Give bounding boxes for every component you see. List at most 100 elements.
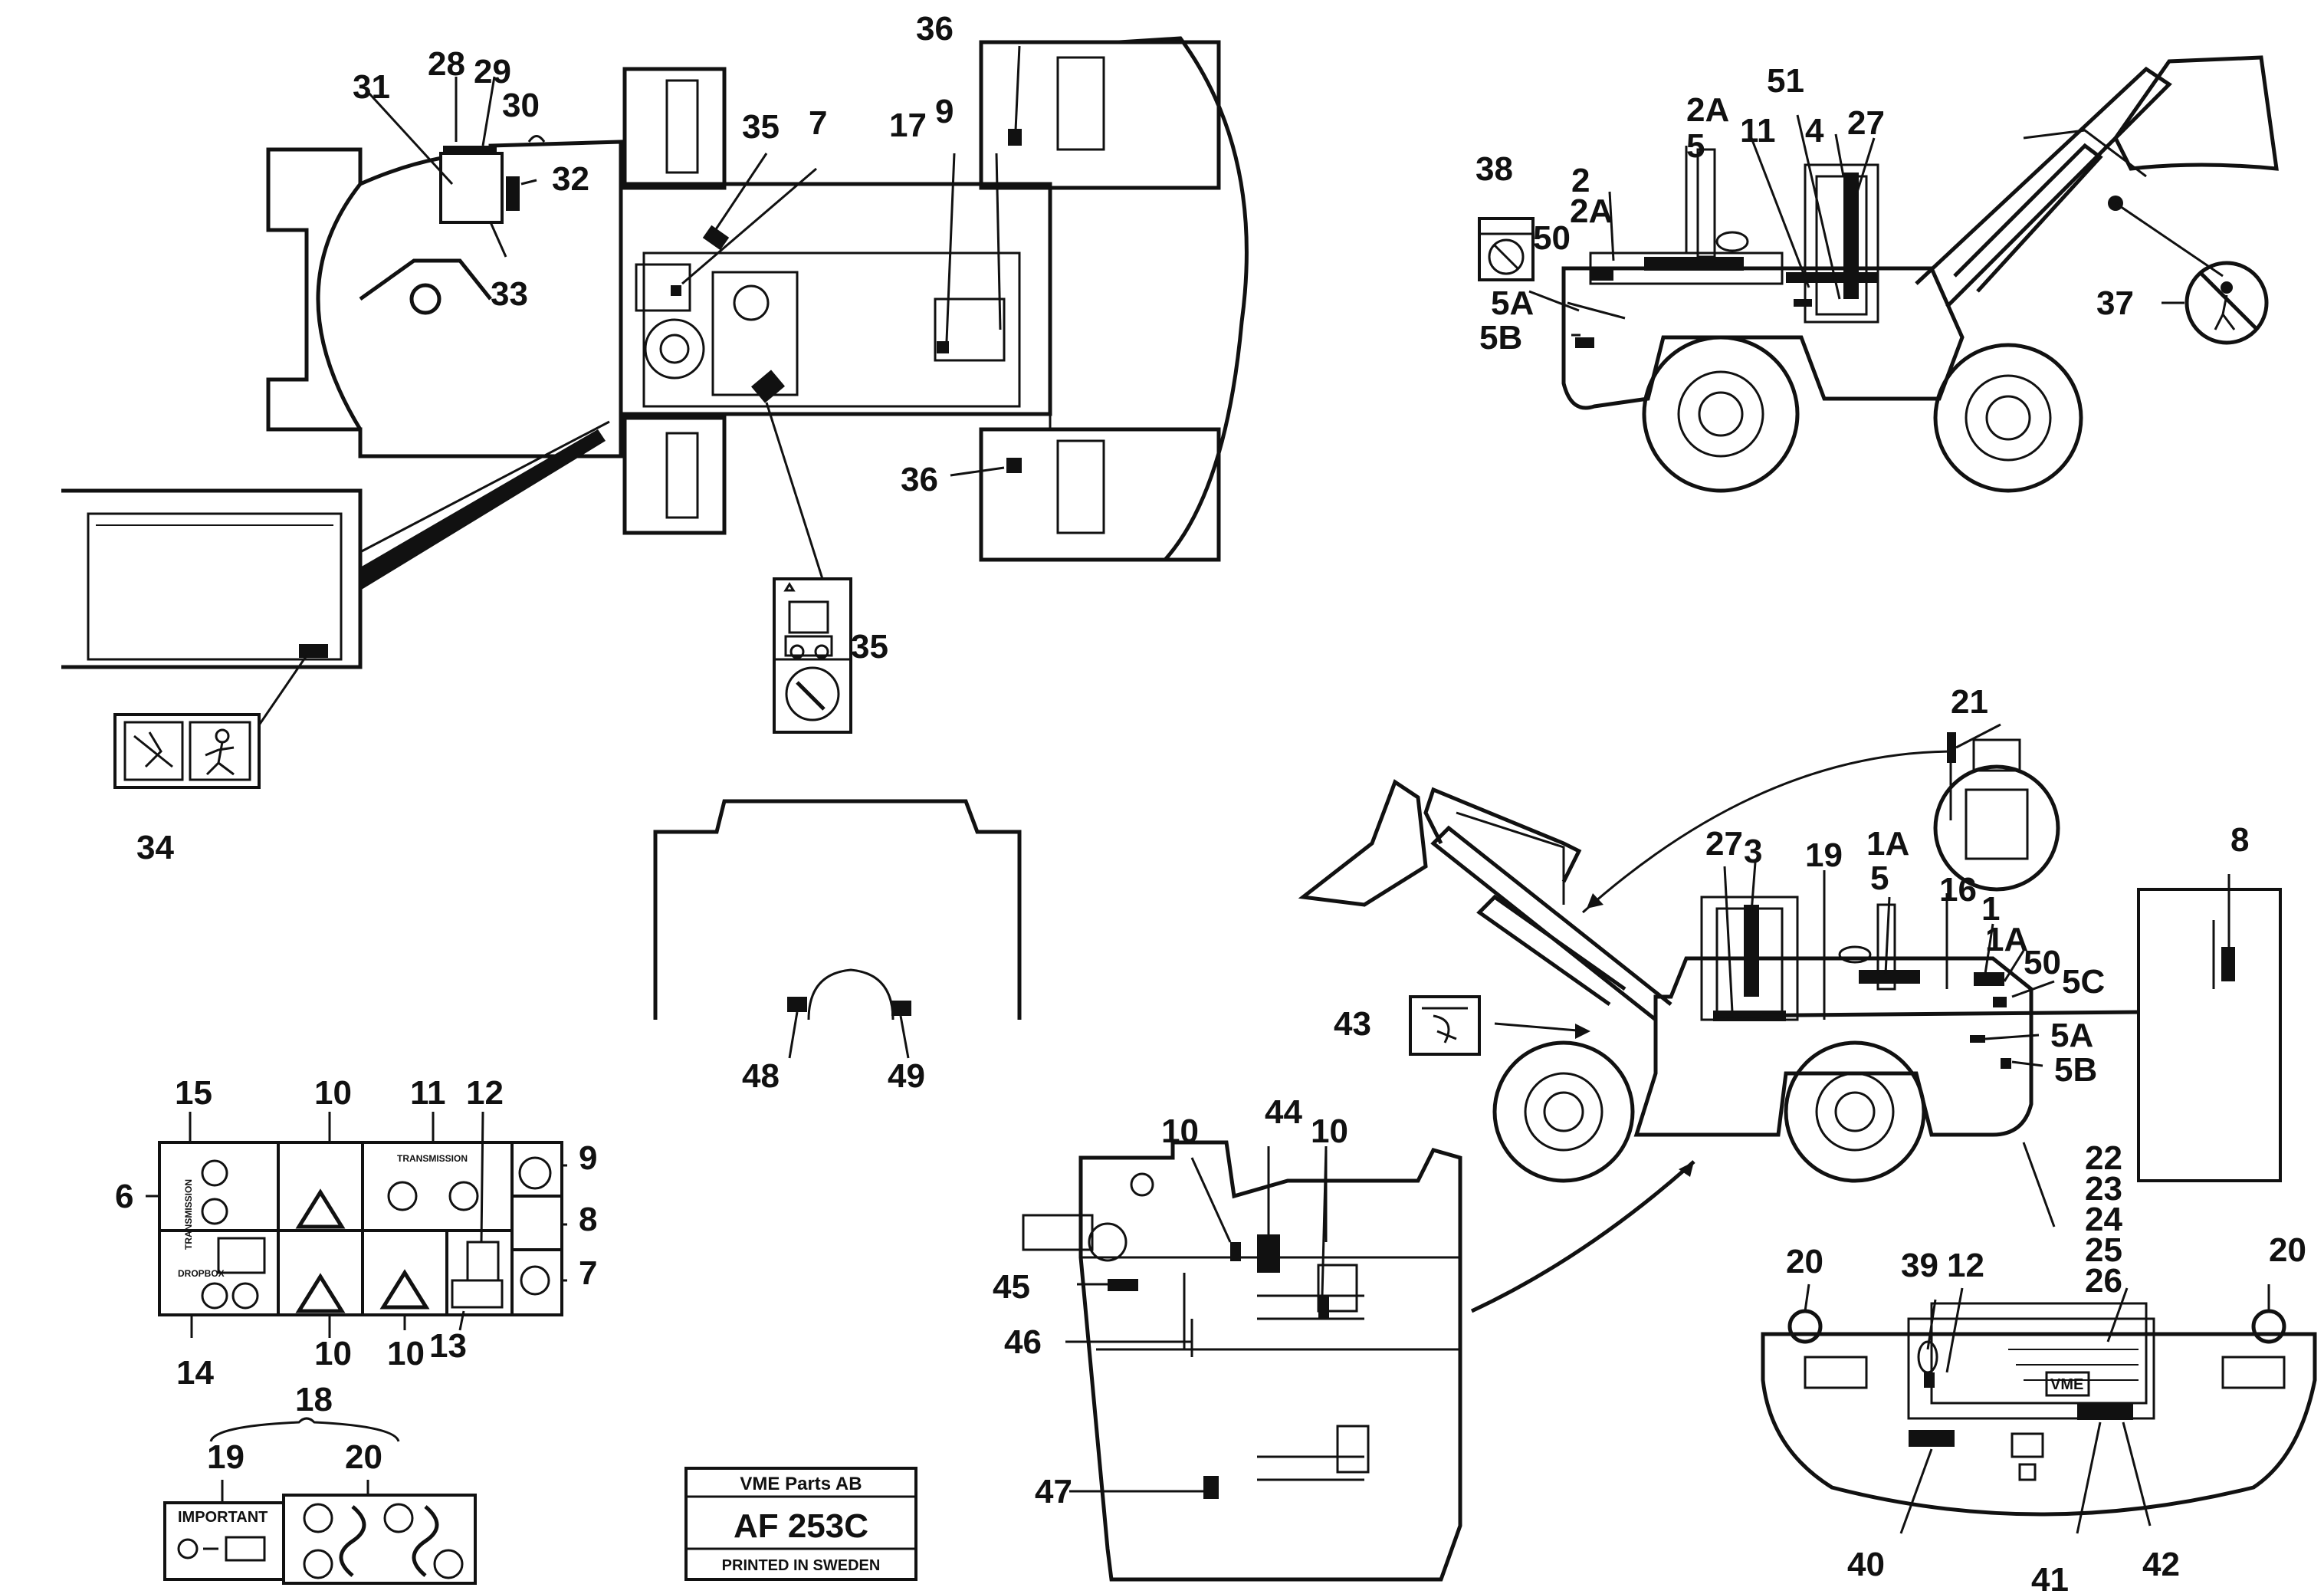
decal-text-dropbox: DROPBOX <box>178 1268 225 1279</box>
title-printed: PRINTED IN SWEDEN <box>722 1557 881 1574</box>
callout-5B-right: 5B <box>2054 1051 2097 1089</box>
callout-47: 47 <box>1035 1473 1072 1510</box>
callout-3: 3 <box>1744 833 1762 870</box>
callout-1: 1 <box>1981 890 2000 928</box>
callout-20: 20 <box>345 1438 382 1476</box>
callout-50-top: 50 <box>1533 219 1571 257</box>
loader-side-view-left <box>1561 55 2279 493</box>
callout-27-right: 27 <box>1705 825 1743 863</box>
decal-important-strip <box>163 1494 477 1585</box>
callout-35-decal: 35 <box>851 628 888 666</box>
callout-36-bottom: 36 <box>901 461 938 498</box>
callout-31: 31 <box>353 68 390 106</box>
callout-5-right: 5 <box>1870 859 1889 897</box>
callout-44: 44 <box>1265 1093 1302 1131</box>
callout-11: 11 <box>410 1074 446 1112</box>
callout-50-right: 50 <box>2024 944 2061 981</box>
callout-45: 45 <box>993 1268 1030 1306</box>
callout-42: 42 <box>2142 1546 2180 1583</box>
callout-4: 4 <box>1805 112 1824 150</box>
callout-10-e: 10 <box>1311 1113 1348 1150</box>
callout-17: 17 <box>889 107 927 144</box>
callout-5C: 5C <box>2062 963 2105 1001</box>
callout-27-top: 27 <box>1847 104 1885 142</box>
title-block[interactable]: VME Parts AB AF 253C PRINTED IN SWEDEN <box>684 1467 917 1581</box>
callout-10-c: 10 <box>387 1335 425 1372</box>
callout-23: 23 <box>2085 1170 2122 1208</box>
decal-text-transmission-vertical: TRANSMISSION <box>183 1179 194 1250</box>
callout-40: 40 <box>1847 1546 1885 1583</box>
callout-5B-top: 5B <box>1479 319 1522 357</box>
cover-plate-view <box>653 799 1022 1059</box>
decal-38 <box>1478 217 1535 281</box>
cab-window-detail <box>61 420 610 729</box>
callout-12-right: 12 <box>1947 1247 1984 1284</box>
callout-10-d: 10 <box>1161 1113 1199 1150</box>
callout-29: 29 <box>474 53 511 90</box>
callout-24: 24 <box>2085 1201 2122 1238</box>
callout-20-right: 20 <box>2269 1231 2306 1269</box>
callout-19: 19 <box>207 1438 245 1476</box>
emergency-exit-decal <box>113 713 261 789</box>
callout-28: 28 <box>428 45 465 83</box>
callout-20-left: 20 <box>1786 1243 1823 1280</box>
logo-vme: VME <box>2050 1376 2083 1393</box>
callout-10-a: 10 <box>314 1074 352 1112</box>
callout-6: 6 <box>115 1178 133 1215</box>
callout-25: 25 <box>2085 1231 2122 1269</box>
callout-38: 38 <box>1475 150 1513 188</box>
counterweight-rear-view <box>1761 1302 2317 1517</box>
callout-43: 43 <box>1334 1005 1371 1043</box>
callout-2: 2 <box>1571 162 1590 199</box>
callout-49: 49 <box>888 1057 925 1095</box>
callout-35-top: 35 <box>742 108 780 146</box>
callout-19-right: 19 <box>1805 836 1843 874</box>
callout-22: 22 <box>2085 1139 2122 1177</box>
decal-text-transmission: TRANSMISSION <box>397 1153 468 1164</box>
decal-35 <box>773 577 852 734</box>
callout-37: 37 <box>2096 284 2134 322</box>
callout-10-b: 10 <box>314 1335 352 1372</box>
callout-7-top: 7 <box>809 104 827 142</box>
callout-7: 7 <box>579 1254 597 1292</box>
callout-5A-right: 5A <box>2050 1017 2093 1054</box>
callout-21: 21 <box>1951 683 1988 721</box>
callout-32: 32 <box>552 160 589 198</box>
callout-13: 13 <box>429 1327 467 1365</box>
callout-16: 16 <box>1939 871 1977 909</box>
callout-12-left: 12 <box>466 1074 504 1112</box>
callout-9-top: 9 <box>935 93 954 130</box>
loader-side-view-right <box>1298 732 2282 1228</box>
callout-26: 26 <box>2085 1262 2122 1300</box>
top-view <box>266 36 1249 645</box>
callout-9: 9 <box>579 1139 597 1177</box>
callout-15: 15 <box>175 1074 212 1112</box>
callout-14: 14 <box>176 1354 214 1392</box>
callout-2A-left: 2A <box>1570 192 1613 230</box>
callout-1A-right: 1A <box>1985 921 2028 958</box>
callout-5A-top: 5A <box>1491 284 1534 322</box>
title-company: VME Parts AB <box>740 1474 862 1494</box>
callout-11-top: 11 <box>1740 112 1776 150</box>
callout-8: 8 <box>579 1201 597 1238</box>
callout-36-top: 36 <box>916 10 954 48</box>
title-code: AF 253C <box>734 1507 868 1545</box>
callout-2A-top: 2A <box>1686 91 1729 129</box>
decal-sheet-panel <box>158 1141 563 1316</box>
callout-1A-top: 1A <box>1866 825 1909 863</box>
callout-5-top: 5 <box>1686 127 1705 165</box>
callout-39: 39 <box>1901 1247 1938 1284</box>
callout-48: 48 <box>742 1057 780 1095</box>
callout-18: 18 <box>295 1381 333 1418</box>
rear-frame-detail <box>1022 1140 1462 1582</box>
callout-41: 41 <box>2031 1561 2069 1594</box>
callout-33: 33 <box>491 275 528 313</box>
decal-text-important: IMPORTANT <box>178 1509 268 1526</box>
decal-43 <box>1409 995 1481 1056</box>
callout-51: 51 <box>1767 62 1804 100</box>
callout-46: 46 <box>1004 1323 1042 1361</box>
callout-8-right: 8 <box>2230 821 2249 859</box>
callout-30: 30 <box>502 87 540 124</box>
callout-34: 34 <box>136 829 174 866</box>
